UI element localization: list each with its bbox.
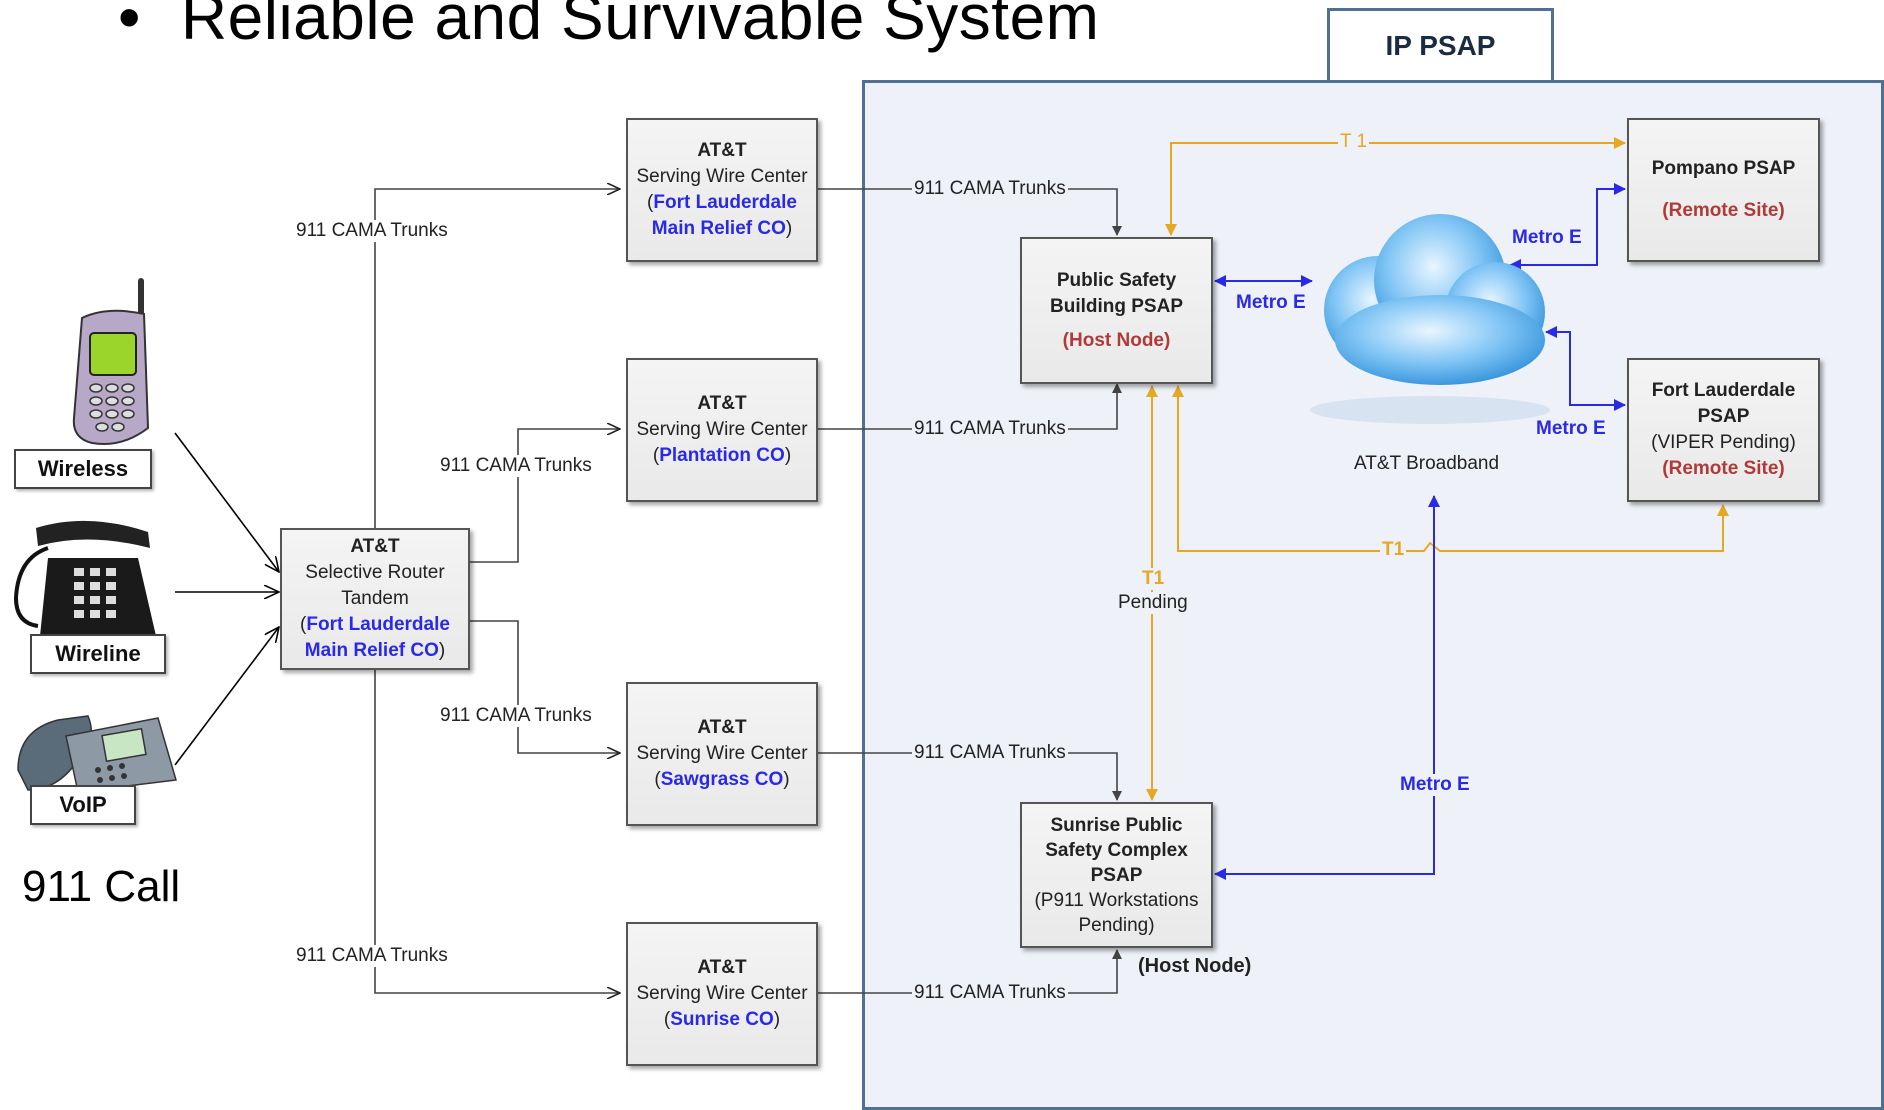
ip-psap-tab: IP PSAP — [1327, 8, 1554, 83]
ftl-line1: Fort Lauderdale — [1651, 380, 1796, 401]
ftl-line2: PSAP — [1697, 406, 1750, 427]
cloud-icon — [1310, 214, 1550, 424]
desk-phone-icon — [13, 520, 156, 636]
router-trunk-lines — [374, 189, 620, 993]
router-loc1: Fort Lauderdale — [306, 614, 450, 635]
wc0-line2: Serving Wire Center — [636, 166, 808, 187]
psap-sunrise: Sunrise Public Safety Complex PSAP (P911… — [1020, 802, 1213, 948]
trunk-label-router-wc2: 911 CAMA Trunks — [438, 705, 594, 727]
psb-line1: Public Safety — [1056, 269, 1177, 291]
wc0-loc1: Fort Lauderdale — [653, 192, 797, 213]
wc3-loc1: Sunrise CO — [670, 1009, 774, 1030]
wc2-line1: AT&T — [697, 717, 747, 738]
device-label-wireline: Wireline — [30, 634, 166, 674]
sunrise-line1: Sunrise Public — [1050, 814, 1183, 836]
router-line1: AT&T — [350, 536, 400, 557]
wc0-line1: AT&T — [697, 140, 747, 161]
wire-center-fort-lauderdale: AT&T Serving Wire Center (Fort Lauderdal… — [626, 118, 818, 262]
pompano-tag: (Remote Site) — [1662, 200, 1785, 221]
device-arrows — [174, 432, 279, 766]
wc3-line2: Serving Wire Center — [636, 983, 808, 1004]
wire-center-sunrise: AT&T Serving Wire Center (Sunrise CO) — [626, 922, 818, 1066]
trunk-label-wc2-psap: 911 CAMA Trunks — [912, 742, 1068, 764]
voip-phone-icon — [17, 715, 177, 793]
ftl-tag: (Remote Site) — [1662, 458, 1785, 479]
cloud-label: AT&T Broadband — [1354, 453, 1500, 474]
metro-e-label-pompano: Metro E — [1512, 227, 1582, 248]
device-label-wireless: Wireless — [14, 449, 152, 489]
bullet: • — [118, 0, 141, 53]
wc1-line1: AT&T — [697, 393, 747, 414]
wc3-line1: AT&T — [697, 957, 747, 978]
router-paren-open: ( — [300, 614, 307, 635]
slide-title: Reliable and Survivable System — [180, 0, 1100, 53]
router-paren-close: ) — [438, 640, 446, 661]
wc0-loc2: Main Relief CO — [651, 218, 786, 239]
wc1-paren-open: ( — [652, 445, 660, 466]
wc1-line2: Serving Wire Center — [636, 419, 808, 440]
trunk-label-wc0-psap: 911 CAMA Trunks — [912, 178, 1068, 200]
psap-public-safety-building: Public Safety Building PSAP (Host Node) — [1020, 237, 1213, 384]
selective-router-box: AT&T Selective Router Tandem (Fort Laude… — [280, 528, 470, 670]
trunk-label-router-wc1: 911 CAMA Trunks — [438, 455, 594, 477]
wire-center-sawgrass: AT&T Serving Wire Center (Sawgrass CO) — [626, 682, 818, 826]
trunk-label-wc1-psap: 911 CAMA Trunks — [912, 418, 1068, 440]
psap-pompano: Pompano PSAP (Remote Site) — [1627, 118, 1820, 262]
wc0-paren-open: ( — [647, 192, 654, 213]
trunk-label-router-wc3: 911 CAMA Trunks — [294, 945, 450, 967]
wc0-paren-close: ) — [785, 218, 793, 239]
router-line3: Tandem — [341, 588, 409, 609]
wc3-paren-open: ( — [663, 1009, 671, 1030]
wc2-loc1: Sawgrass CO — [660, 769, 784, 790]
router-line2: Selective Router — [305, 562, 445, 583]
wc3-paren-close: ) — [773, 1009, 781, 1030]
sunrise-line4: (P911 Workstations — [1034, 889, 1199, 911]
wc2-line2: Serving Wire Center — [636, 743, 808, 764]
t1-label-pending: T1 — [1140, 568, 1167, 590]
psb-tag: (Host Node) — [1062, 329, 1171, 351]
router-loc2: Main Relief CO — [304, 640, 439, 661]
pompano-line1: Pompano PSAP — [1651, 158, 1796, 179]
call-caption: 911 Call — [22, 862, 181, 911]
trunk-label-router-wc0: 911 CAMA Trunks — [294, 220, 450, 242]
sunrise-line2: Safety Complex — [1045, 839, 1188, 861]
sunrise-line3: PSAP — [1090, 864, 1143, 886]
metro-e-label-psb: Metro E — [1236, 292, 1306, 313]
psb-line2: Building PSAP — [1050, 295, 1183, 317]
wire-center-plantation: AT&T Serving Wire Center (Plantation CO) — [626, 358, 818, 502]
device-label-voip: VoIP — [30, 785, 136, 825]
wc2-paren-close: ) — [783, 769, 790, 790]
metro-e-links — [1214, 183, 1626, 880]
wc2-paren-open: ( — [654, 769, 661, 790]
t1-label-bottom: T1 — [1380, 539, 1407, 561]
psap-fort-lauderdale: Fort Lauderdale PSAP (VIPER Pending) (Re… — [1627, 358, 1820, 502]
trunk-label-wc3-psap: 911 CAMA Trunks — [912, 982, 1068, 1004]
sunrise-host-node-tag: (Host Node) — [1138, 955, 1252, 977]
wc1-loc1: Plantation CO — [659, 445, 785, 466]
pending-label: Pending — [1116, 592, 1190, 614]
sunrise-line5: Pending) — [1078, 914, 1155, 936]
t1-label-top: T 1 — [1338, 131, 1370, 153]
mobile-phone-icon — [72, 278, 150, 445]
slide-title-row: • Reliable and Survivable System — [118, 0, 1099, 54]
ftl-line3: (VIPER Pending) — [1651, 432, 1796, 453]
metro-e-label-ftl: Metro E — [1536, 418, 1606, 439]
wc1-paren-close: ) — [784, 445, 792, 466]
metro-e-label-sunrise: Metro E — [1398, 774, 1472, 796]
